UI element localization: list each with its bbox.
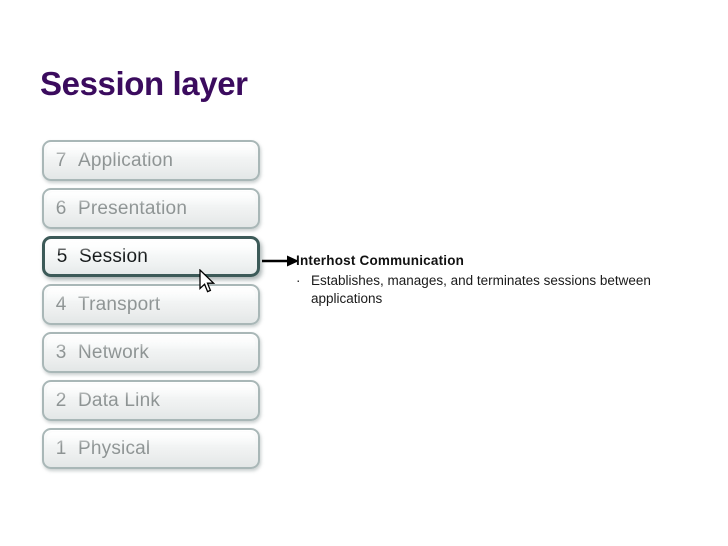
osi-layer-transport[interactable]: 4 Transport	[42, 284, 260, 325]
annotation-bullet-text: Establishes, manages, and terminates ses…	[311, 273, 651, 306]
callout-arrow-icon	[262, 255, 299, 267]
layer-label: Network	[78, 341, 150, 363]
osi-layer-presentation[interactable]: 6 Presentation	[42, 188, 260, 229]
layer-number: 7	[55, 149, 67, 171]
layer-label: Transport	[78, 293, 161, 315]
layer-number: 3	[55, 341, 67, 363]
page-title: Session layer	[40, 65, 248, 102]
bullet-marker-icon: ·	[296, 273, 301, 288]
layer-number: 4	[55, 293, 67, 315]
osi-layer-session[interactable]: 5 Session	[42, 236, 260, 277]
layer-number: 5	[56, 245, 68, 267]
annotation-callout: Interhost Communication · Establishes, m…	[296, 252, 696, 308]
layer-number: 1	[55, 437, 67, 459]
layer-label: Session	[79, 245, 148, 267]
osi-layer-application[interactable]: 7 Application	[42, 140, 260, 181]
osi-layer-physical[interactable]: 1 Physical	[42, 428, 260, 469]
annotation-heading: Interhost Communication	[296, 253, 465, 268]
osi-layer-data-link[interactable]: 2 Data Link	[42, 380, 260, 421]
layer-number: 6	[55, 197, 67, 219]
layer-label: Physical	[78, 437, 151, 459]
osi-layer-stack: 7 Application 6 Presentation 5 Session 4…	[42, 140, 260, 476]
layer-label: Data Link	[78, 389, 161, 411]
annotation-bullet-item: · Establishes, manages, and terminates s…	[296, 272, 696, 308]
layer-label: Presentation	[78, 197, 188, 219]
layer-label: Application	[78, 149, 174, 171]
osi-layer-network[interactable]: 3 Network	[42, 332, 260, 373]
layer-number: 2	[55, 389, 67, 411]
